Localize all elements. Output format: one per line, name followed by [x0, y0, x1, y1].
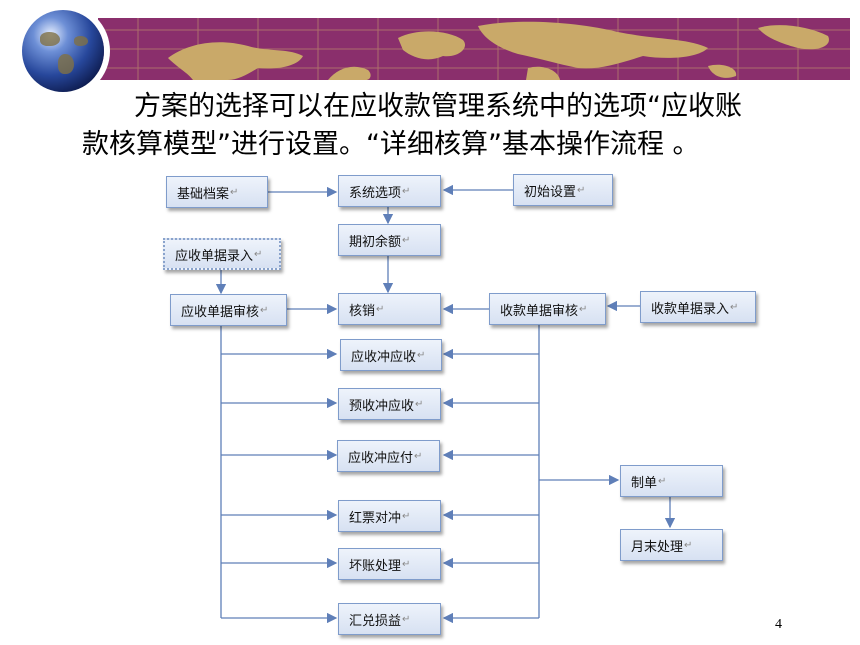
- paragraph-line-1: 方案的选择可以在应收款管理系统中的选项“应收账: [134, 91, 742, 122]
- box-receipt-audit: 收款单据审核↵: [489, 293, 606, 325]
- box-system-options: 系统选项↵: [338, 175, 441, 207]
- box-receivable-entry: 应收单据录入↵: [163, 238, 281, 270]
- box-red-offset: 红票对冲↵: [338, 500, 441, 532]
- box-advance-offset-ar: 预收冲应收↵: [338, 388, 441, 420]
- box-receipt-entry: 收款单据录入↵: [640, 291, 756, 323]
- paragraph-line-2: 款核算模型”进行设置。“详细核算”基本操作流程 。: [82, 129, 700, 160]
- globe-logo: [22, 10, 104, 92]
- header-banner: [98, 18, 850, 80]
- box-bad-debt: 坏账处理↵: [338, 548, 441, 580]
- box-fx-gain-loss: 汇兑损益↵: [338, 603, 441, 635]
- description-paragraph: 方案的选择可以在应收款管理系统中的选项“应收账 款核算模型”进行设置。“详细核算…: [82, 88, 822, 164]
- box-opening-balance: 期初余额↵: [338, 224, 441, 256]
- box-ar-offset-ap: 应收冲应付↵: [337, 440, 440, 472]
- box-month-end: 月末处理↵: [620, 529, 723, 561]
- box-ar-offset-ar: 应收冲应收↵: [340, 339, 442, 371]
- box-receivable-audit: 应收单据审核↵: [170, 294, 287, 326]
- box-initial-setup: 初始设置↵: [513, 174, 613, 206]
- box-write-off: 核销↵: [338, 293, 441, 325]
- box-make-voucher: 制单↵: [620, 465, 723, 497]
- page-number: 4: [775, 617, 782, 632]
- world-map-graphic: [98, 18, 850, 80]
- box-basic-archive: 基础档案↵: [166, 176, 268, 208]
